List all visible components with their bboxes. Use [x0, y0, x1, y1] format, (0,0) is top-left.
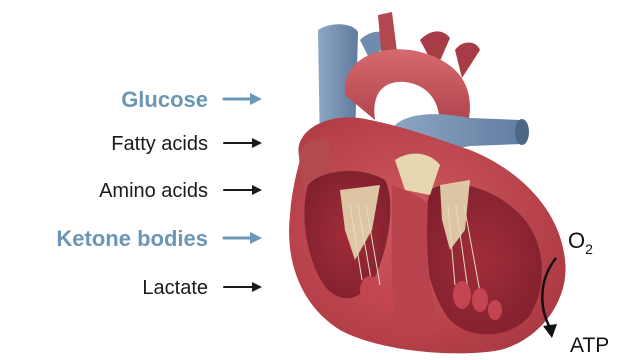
- label-ketone-bodies: Ketone bodies: [56, 226, 208, 251]
- arrow-amino-acids: [224, 185, 262, 195]
- label-glucose: Glucose: [121, 87, 208, 112]
- pulmonary-artery-opening: [515, 119, 529, 145]
- substrate-arrows: [224, 93, 262, 292]
- arrow-ketone-bodies: [224, 232, 262, 244]
- arrow-lactate: [224, 282, 262, 292]
- label-fatty-acids: Fatty acids: [111, 133, 208, 155]
- label-oxygen: O2: [568, 228, 593, 257]
- arrow-fatty-acids: [224, 138, 262, 148]
- arrow-glucose: [224, 93, 262, 105]
- aortic-branch: [455, 43, 480, 79]
- label-atp: ATP: [570, 334, 609, 357]
- label-lactate: Lactate: [142, 277, 208, 299]
- label-amino-acids: Amino acids: [99, 180, 208, 202]
